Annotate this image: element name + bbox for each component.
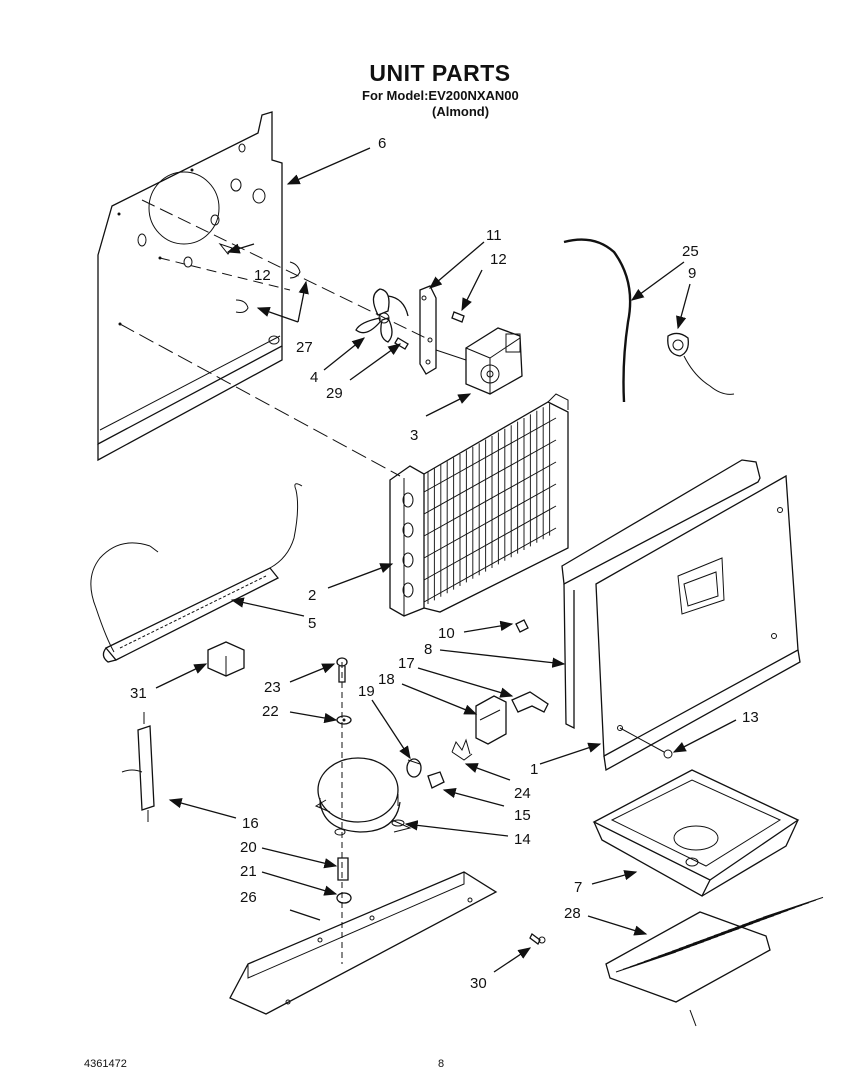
screw-12-upper bbox=[451, 311, 465, 323]
callout-3: 3 bbox=[410, 427, 418, 444]
bulkhead bbox=[561, 459, 801, 772]
callout-2: 2 bbox=[308, 587, 316, 604]
condenser-tube bbox=[423, 483, 557, 559]
callout-17: 17 bbox=[398, 655, 415, 672]
thermostat bbox=[667, 332, 735, 395]
compressor bbox=[314, 757, 412, 836]
clip-10 bbox=[515, 619, 529, 633]
rear-panel bbox=[97, 111, 301, 462]
callout-26: 26 bbox=[240, 889, 257, 906]
callout-29: 29 bbox=[326, 385, 343, 402]
callout-12-lower: 12 bbox=[254, 267, 271, 284]
grid-wire bbox=[762, 896, 824, 918]
page-number: 8 bbox=[438, 1058, 445, 1070]
callout-20: 20 bbox=[240, 839, 257, 856]
drain-pan bbox=[592, 769, 800, 897]
callout-8: 8 bbox=[424, 641, 432, 658]
callout-13: 13 bbox=[742, 709, 759, 726]
condenser-tube bbox=[423, 417, 557, 493]
relay bbox=[207, 641, 245, 677]
capillary-tube bbox=[121, 712, 155, 822]
condenser-coil bbox=[389, 393, 569, 617]
condenser-tube bbox=[423, 505, 557, 581]
model-variant: (Almond) bbox=[432, 104, 490, 119]
callout-19: 19 bbox=[358, 683, 375, 700]
callout-23: 23 bbox=[264, 679, 281, 696]
bracket-24 bbox=[451, 738, 473, 761]
callout-11: 11 bbox=[486, 227, 502, 244]
page-title: UNIT PARTS bbox=[369, 60, 511, 86]
callout-21: 21 bbox=[240, 863, 257, 880]
drain-tube bbox=[563, 238, 632, 403]
callout-27: 27 bbox=[296, 339, 313, 356]
callout-24: 24 bbox=[514, 785, 531, 802]
fan-blade bbox=[355, 288, 409, 343]
callout-16: 16 bbox=[242, 815, 259, 832]
screw-30 bbox=[529, 933, 546, 945]
fan-motor bbox=[435, 327, 523, 395]
part-15 bbox=[427, 771, 445, 789]
screw-13 bbox=[619, 727, 673, 759]
callout-5: 5 bbox=[308, 615, 316, 632]
callout-labels: 6 11 12 12 25 9 27 4 29 3 2 5 10 8 17 18… bbox=[130, 135, 759, 992]
callout-31: 31 bbox=[130, 685, 147, 702]
document-number: 4361472 bbox=[84, 1058, 127, 1070]
heater-grid bbox=[605, 896, 824, 1027]
callout-25: 25 bbox=[682, 243, 699, 260]
leader-lines bbox=[155, 147, 737, 973]
clamp-18 bbox=[475, 695, 507, 745]
condenser-tube bbox=[423, 527, 557, 603]
callout-10: 10 bbox=[438, 625, 455, 642]
model-number: For Model:EV200NXAN00 bbox=[362, 88, 519, 103]
bracket-17 bbox=[511, 691, 549, 713]
callout-30: 30 bbox=[470, 975, 487, 992]
callout-14: 14 bbox=[514, 831, 531, 848]
overload-19 bbox=[406, 758, 422, 778]
callout-28: 28 bbox=[564, 905, 581, 922]
callout-6: 6 bbox=[378, 135, 386, 152]
callout-4: 4 bbox=[310, 369, 318, 386]
base-plate bbox=[229, 871, 498, 1015]
condenser-tube bbox=[423, 439, 557, 515]
callout-1: 1 bbox=[530, 761, 538, 778]
callout-12-upper: 12 bbox=[490, 251, 507, 268]
callout-9: 9 bbox=[688, 265, 696, 282]
fan-bracket bbox=[419, 285, 437, 375]
condenser-tube bbox=[423, 461, 557, 537]
callout-7: 7 bbox=[574, 879, 582, 896]
callout-15: 15 bbox=[514, 807, 531, 824]
callout-22: 22 bbox=[262, 703, 279, 720]
callout-18: 18 bbox=[378, 671, 395, 688]
mount-stack bbox=[336, 657, 352, 964]
defrost-heater bbox=[90, 483, 303, 663]
screw-29 bbox=[394, 337, 409, 350]
